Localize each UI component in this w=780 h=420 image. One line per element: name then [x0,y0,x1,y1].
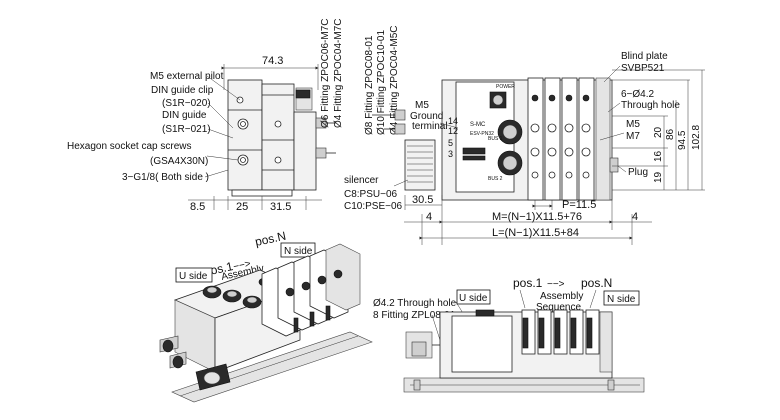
panel-bus1: BUS 1 [488,136,503,142]
iso-u-side-box [175,267,213,283]
port-3: 3 [448,149,453,159]
label-din-guide: DIN guide [162,110,207,121]
bottom-pos1: pos.1 [513,276,543,290]
front-view: Ø8 Fitting ZPOC08-01 Ø10 Fitting ZPOC10-… [344,26,705,245]
iso-arrow: −−> [232,258,252,272]
bottom-assembly: Assembly [540,291,583,302]
label-blind-plate: Blind plate [621,51,668,62]
side-view: 74.3 M5 external pilot DIN guide [67,19,344,213]
dim-pitch: P=11.5 [562,199,596,211]
label-hex-screws-code: (GSA4X30N) [150,156,208,167]
dim-25: 25 [236,201,248,213]
front-left-block [372,109,436,191]
label-port-g18: 3−G1/8( Both side ) [122,172,209,183]
side-body [227,79,336,197]
port-14: 14 [448,116,458,126]
label-through-hole-2: Through hole [621,100,680,111]
iso-n-side-box [280,242,316,258]
bottom-u-side-box [456,289,491,305]
label-m7-right: M7 [626,131,640,142]
label-silencer-c10: C10:PSE−06 [344,201,403,212]
label-m5-external-pilot: M5 external pilot [150,71,224,82]
label-din-guide-clip: DIN guide clip [151,85,214,96]
iso-u-side: U side [179,271,208,282]
label-fitting-zpoc04-m7c: Ø4 Fitting ZPOC04-M7C [333,19,344,128]
valve-stations [527,77,611,201]
panel-smc: S-MC [470,122,486,128]
label-silencer: silencer [344,175,379,186]
label-through-hole-1: 6−Ø4.2 [621,89,655,100]
front-main-body: POWER S-MC ESV-PN32 BUS 1 BUS 2 [441,77,619,201]
dim-30-5: 30.5 [412,194,433,206]
iso-view: pos.1 −−> pos.N Assembly Sequence U side… [159,229,373,403]
bottom-n-side: N side [607,294,636,305]
dim-94-5: 94.5 [677,130,688,150]
label-m5: M5 [415,100,429,111]
label-terminal: terminal [412,121,448,132]
label-silencer-c8: C8:PSU−06 [344,189,398,200]
bottom-u-side: U side [459,293,488,304]
dim-16: 16 [653,150,664,162]
bottom-n-side-box [603,290,640,306]
panel-bus2: BUS 2 [488,176,503,182]
label-din-guide-clip-code: (S1R−020) [162,98,211,109]
label-fitting-zpoc08-01: Ø8 Fitting ZPOC08-01 [364,35,375,135]
dim-m-formula: M=(N−1)X11.5+76 [492,211,582,223]
label-hex-screws: Hexagon socket cap screws [67,141,192,152]
label-din-guide-code: (S1R−021) [162,124,211,135]
port-5: 5 [448,138,453,148]
dim-102-8: 102.8 [691,125,702,150]
dim-31-5: 31.5 [270,201,291,213]
dim-19: 19 [653,171,664,183]
label-fitting-zpoc10-01: Ø10 Fitting ZPOC10-01 [376,30,387,135]
bottom-view: Ø4.2 Through hole 8 Fitting ZPL08-01 U s… [373,276,645,393]
label-fitting-zpoc04-m5c: Ø4 Fitting ZPOC04-M5C [389,26,400,135]
bottom-posN: pos.N [581,276,612,290]
label-plug: Plug [628,167,648,178]
dim-86: 86 [665,128,676,140]
label-fitting-zpoc06-m7c: Ø6 Fitting ZPOC06-M7C [320,19,331,128]
dim-20: 20 [653,126,664,138]
label-m5-right: M5 [626,119,640,130]
bottom-through-hole: Ø4.2 Through hole [373,298,457,309]
bottom-sequence: Sequence [536,302,581,313]
label-blind-plate-code: SVBP521 [621,63,665,74]
panel-power: POWER [496,84,515,90]
iso-n-side: N side [284,246,313,257]
bottom-fitting: 8 Fitting ZPL08-01 [373,310,456,321]
bottom-arrow: −−> [547,279,565,290]
dim-8-5: 8.5 [190,201,205,213]
dim-l-formula: L=(N−1)X11.5+84 [492,227,579,239]
panel-esv: ESV-PN32 [470,131,494,137]
port-12: 12 [448,126,458,136]
label-ground: Ground [410,111,443,122]
dim-4-left: 4 [426,211,432,223]
dim-4-right: 4 [632,211,638,223]
iso-posN: pos.N [254,229,288,249]
dim-74-3: 74.3 [262,55,283,67]
